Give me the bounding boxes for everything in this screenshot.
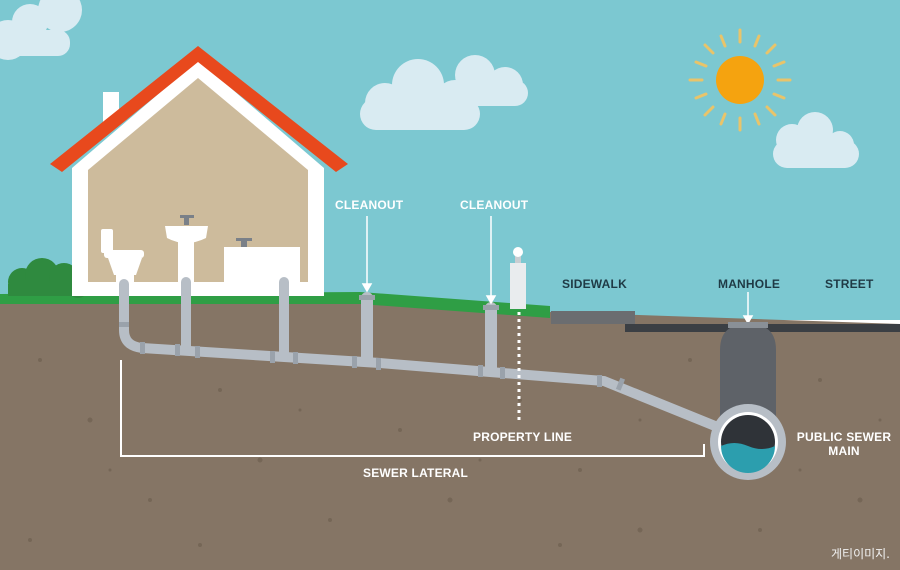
public-sewer-main-label-line2: MAIN <box>828 444 860 458</box>
sink-icon <box>165 215 208 283</box>
public-sewer-main-label-line1: PUBLIC SEWER <box>796 430 892 444</box>
sidewalk <box>551 311 635 324</box>
manhole <box>720 322 776 420</box>
sidewalk-label: SIDEWALK <box>562 277 627 291</box>
cleanout-arrows <box>361 216 754 325</box>
bush-icon <box>8 258 88 298</box>
sewer-lateral-bracket <box>120 360 705 457</box>
cleanout-label-1: CLEANOUT <box>335 198 404 212</box>
soil-texture <box>28 358 882 547</box>
manhole-label: MANHOLE <box>718 277 781 291</box>
property-line-label: PROPERTY LINE <box>473 430 573 444</box>
street-label: STREET <box>825 277 874 291</box>
cleanout-label-2: CLEANOUT <box>460 198 529 212</box>
sewer-pipes <box>119 277 725 433</box>
pipe-joints <box>119 295 626 391</box>
public-sewer-main-label: PUBLIC SEWER MAIN <box>796 430 892 458</box>
grass <box>0 292 550 318</box>
cloud-icon <box>0 0 82 60</box>
bathtub-icon <box>224 238 300 283</box>
toilet-icon <box>101 229 144 283</box>
watermark: 게티이미지. <box>830 547 890 561</box>
cloud-icon <box>360 55 528 130</box>
public-sewer-main <box>710 404 786 480</box>
sun-icon <box>688 28 792 132</box>
lamp-post-icon <box>510 247 526 309</box>
house <box>50 46 348 296</box>
cloud-icon <box>773 112 859 168</box>
sewer-lateral-label: SEWER LATERAL <box>363 466 469 480</box>
ground <box>0 298 900 570</box>
